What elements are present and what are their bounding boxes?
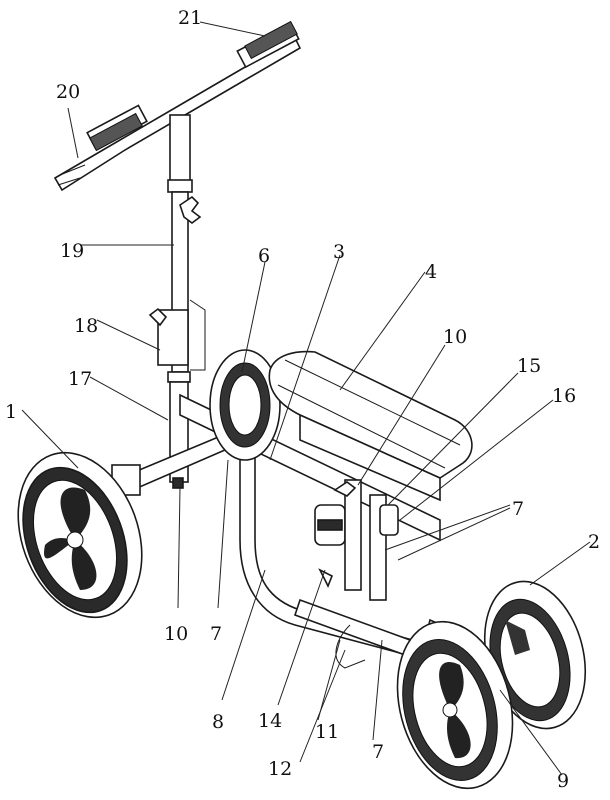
- steering-column: [148, 114, 206, 483]
- label-6: 6: [258, 245, 270, 267]
- label-7-left: 7: [210, 623, 222, 645]
- label-10-bottom: 10: [164, 623, 188, 645]
- label-20: 20: [56, 81, 80, 103]
- grip-right: [244, 20, 298, 60]
- label-17: 17: [68, 368, 92, 390]
- rear-wheel-front: [396, 620, 514, 790]
- label-12: 12: [268, 758, 292, 780]
- leader-lines: [21, 21, 591, 776]
- label-9: 9: [557, 770, 569, 792]
- knee-pad: [268, 350, 473, 502]
- label-8: 8: [212, 711, 224, 733]
- reference-labels: 21 20 19 18 17 1 6 3 4 10 15 16 7 2 10 7…: [5, 7, 600, 792]
- suspension: [314, 479, 399, 601]
- label-10-top: 10: [443, 326, 467, 348]
- label-1: 1: [5, 401, 17, 423]
- label-4: 4: [425, 261, 437, 283]
- label-19: 19: [60, 240, 84, 262]
- label-18: 18: [74, 315, 98, 337]
- grip-left: [89, 112, 143, 152]
- label-21: 21: [178, 7, 202, 29]
- label-11: 11: [315, 721, 339, 743]
- label-16: 16: [552, 385, 576, 407]
- rear-wheel-right: [483, 580, 587, 730]
- label-7-bottom: 7: [372, 741, 384, 763]
- label-15: 15: [517, 355, 541, 377]
- label-7-right: 7: [512, 498, 524, 520]
- label-2: 2: [588, 531, 600, 553]
- front-wheel: [17, 451, 143, 619]
- label-3: 3: [333, 241, 345, 263]
- brake-cable: [335, 624, 366, 669]
- label-14: 14: [258, 710, 282, 732]
- rear-wheel-back: [209, 349, 281, 461]
